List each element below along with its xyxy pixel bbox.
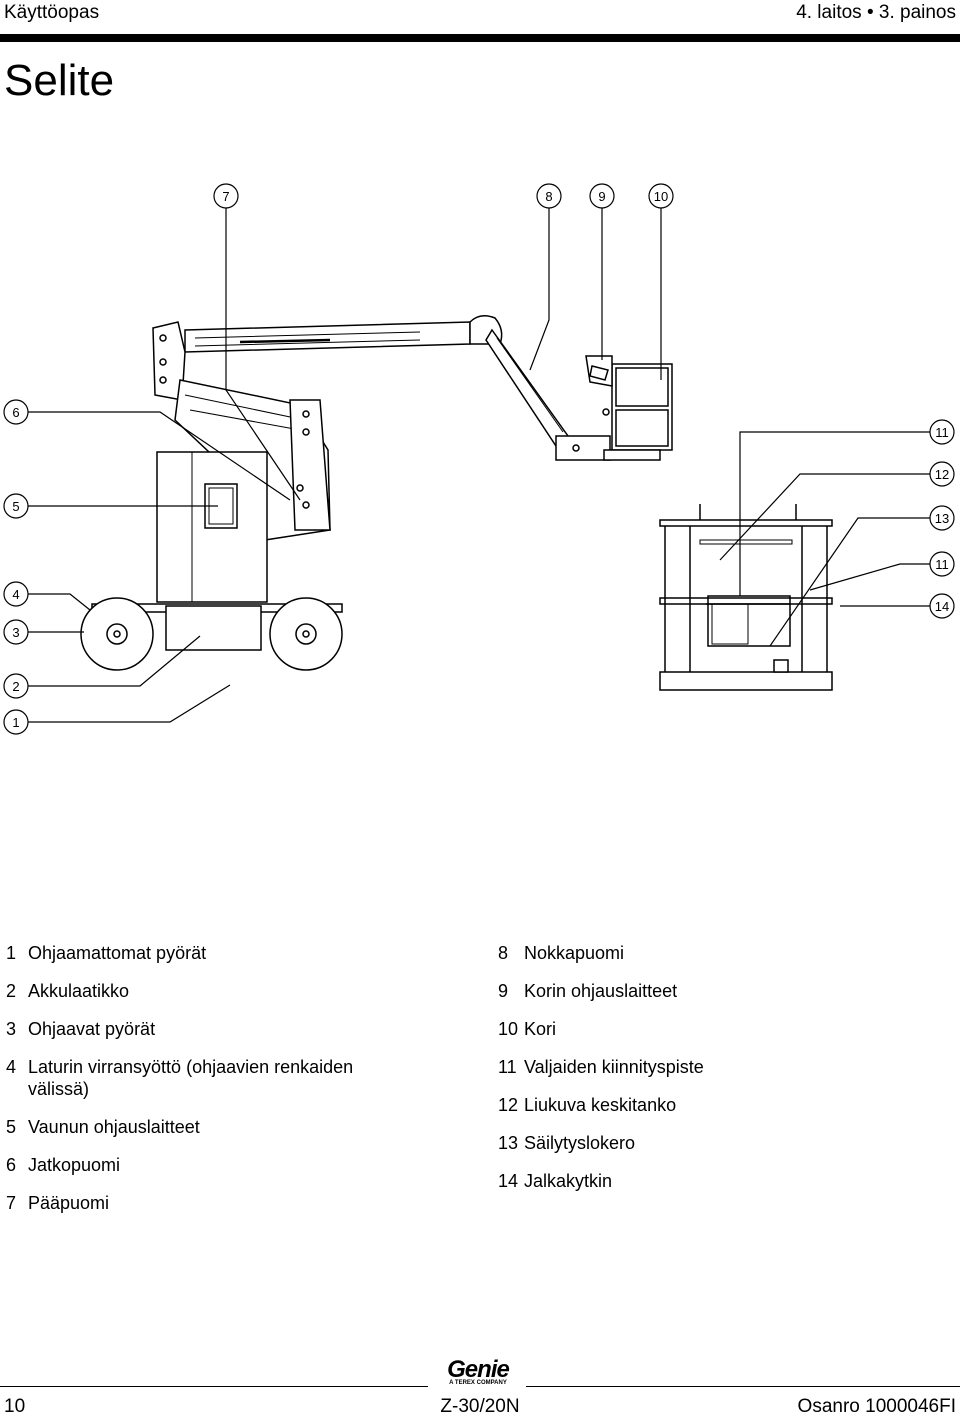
callout-7: 7 (213, 183, 239, 209)
callout-3: 3 (3, 619, 29, 645)
svg-text:12: 12 (935, 467, 949, 482)
callout-1: 1 (3, 709, 29, 735)
header-rule (0, 34, 960, 42)
page-number: 10 (4, 1396, 26, 1417)
svg-text:2: 2 (12, 679, 19, 694)
svg-text:10: 10 (654, 189, 668, 204)
svg-text:14: 14 (935, 599, 949, 614)
callout-13: 13 (929, 505, 955, 531)
callout-10: 10 (648, 183, 674, 209)
genie-logo: Genie A TEREX COMPANY (447, 1356, 510, 1386)
boom-lift-diagram: 1 2 3 4 5 6 7 8 9 10 11 12 13 11 14 (3, 183, 955, 735)
callout-2: 2 (3, 673, 29, 699)
svg-text:11: 11 (935, 425, 949, 440)
svg-text:9: 9 (598, 189, 605, 204)
edition-label: 4. laitos • 3. painos (796, 2, 956, 23)
callout-4: 4 (3, 581, 29, 607)
callout-14: 14 (929, 593, 955, 619)
callout-12: 12 (929, 461, 955, 487)
svg-text:1: 1 (12, 715, 19, 730)
callout-5: 5 (3, 493, 29, 519)
manual-title: Käyttöopas (4, 2, 100, 23)
svg-text:8: 8 (545, 189, 552, 204)
page-title: Selite (4, 56, 115, 105)
callout-8: 8 (536, 183, 562, 209)
svg-text:11: 11 (935, 557, 949, 572)
svg-text:13: 13 (935, 511, 949, 526)
callout-11-top: 11 (929, 419, 955, 445)
svg-text:6: 6 (12, 405, 19, 420)
svg-text:3: 3 (12, 625, 19, 640)
svg-text:5: 5 (12, 499, 19, 514)
model-label: Z-30/20N (440, 1396, 520, 1417)
svg-text:4: 4 (12, 587, 19, 602)
callout-6: 6 (3, 399, 29, 425)
svg-text:7: 7 (222, 189, 229, 204)
callout-11-bottom: 11 (929, 551, 955, 577)
footer-rule-right (526, 1386, 960, 1387)
footer-rule-left (0, 1386, 428, 1387)
callout-9: 9 (589, 183, 615, 209)
part-number: Osanro 1000046FI (797, 1396, 956, 1417)
